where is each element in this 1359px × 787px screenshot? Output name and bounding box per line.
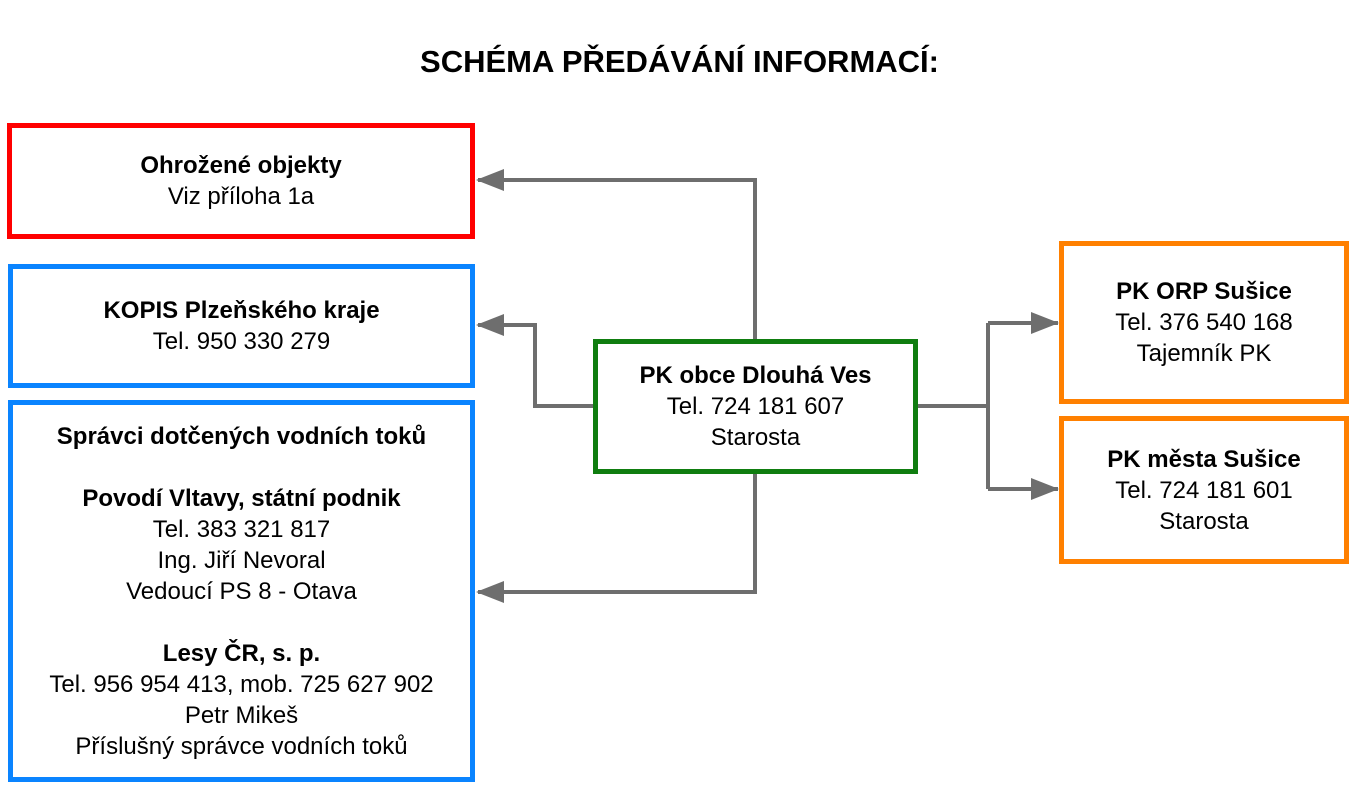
center-role: Starosta	[710, 424, 801, 451]
orp-tel: Tel. 376 540 168	[1115, 309, 1293, 336]
arrow-to-kopis	[478, 323, 593, 408]
povodi-role: Vedoucí PS 8 - Otava	[126, 577, 357, 605]
center-box: PK obce Dlouhá Ves Tel. 724 181 607 Star…	[593, 339, 918, 474]
orp-heading: PK ORP Sušice	[1116, 278, 1292, 305]
city-tel: Tel. 724 181 601	[1115, 476, 1293, 504]
page-title: SCHÉMA PŘEDÁVÁNÍ INFORMACÍ:	[420, 44, 939, 79]
orp-box: PK ORP Sušice Tel. 376 540 168 Tajemník …	[1059, 241, 1349, 404]
povodi-name: Povodí Vltavy, státní podnik	[82, 484, 401, 512]
center-tel: Tel. 724 181 607	[666, 393, 845, 420]
threatened-heading: Ohrožené objekty	[140, 152, 342, 179]
arrow-to-water	[478, 473, 757, 594]
threatened-objects-box: Ohrožené objekty Viz příloha 1a	[7, 123, 475, 239]
povodi-tel: Tel. 383 321 817	[152, 515, 331, 543]
city-box: PK města Sušice Tel. 724 181 601 Starost…	[1059, 416, 1349, 564]
lesy-role: Příslušný správce vodních toků	[75, 732, 408, 760]
povodi-person: Ing. Jiří Nevoral	[157, 546, 326, 574]
arrow-to-threatened	[478, 178, 757, 339]
city-role: Starosta	[1159, 507, 1249, 535]
kopis-box: KOPIS Plzeňského kraje Tel. 950 330 279	[8, 264, 475, 388]
orp-role: Tajemník PK	[1136, 340, 1272, 367]
water-heading: Správci dotčených vodních toků	[56, 422, 427, 450]
threatened-note: Viz příloha 1a	[167, 183, 315, 210]
center-heading: PK obce Dlouhá Ves	[639, 362, 872, 389]
city-heading: PK města Sušice	[1107, 445, 1301, 473]
kopis-tel: Tel. 950 330 279	[152, 328, 331, 355]
lesy-person: Petr Mikeš	[184, 701, 299, 729]
kopis-heading: KOPIS Plzeňského kraje	[103, 297, 380, 324]
lesy-name: Lesy ČR, s. p.	[162, 639, 321, 667]
lesy-tel: Tel. 956 954 413, mob. 725 627 902	[49, 670, 434, 698]
water-managers-box: Správci dotčených vodních toků Povodí Vl…	[8, 400, 475, 782]
